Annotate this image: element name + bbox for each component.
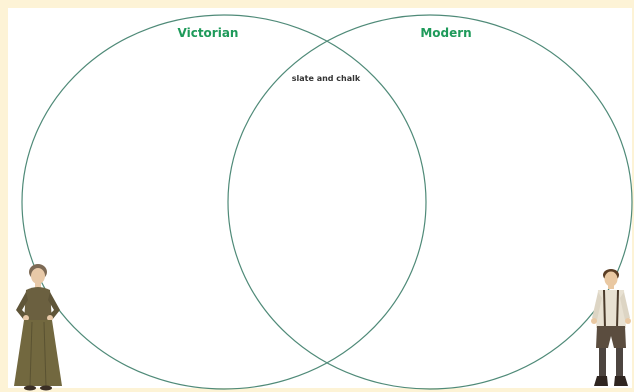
intersection-item-slate-and-chalk: slate and chalk [291,74,361,83]
modern-circle [227,14,633,390]
victorian-boy-illustration [591,269,631,386]
victorian-circle [21,14,427,390]
victorian-label: Victorian [177,26,239,40]
victorian-woman-illustration [14,264,62,391]
worksheet-area [8,8,632,388]
modern-label: Modern [420,26,472,40]
